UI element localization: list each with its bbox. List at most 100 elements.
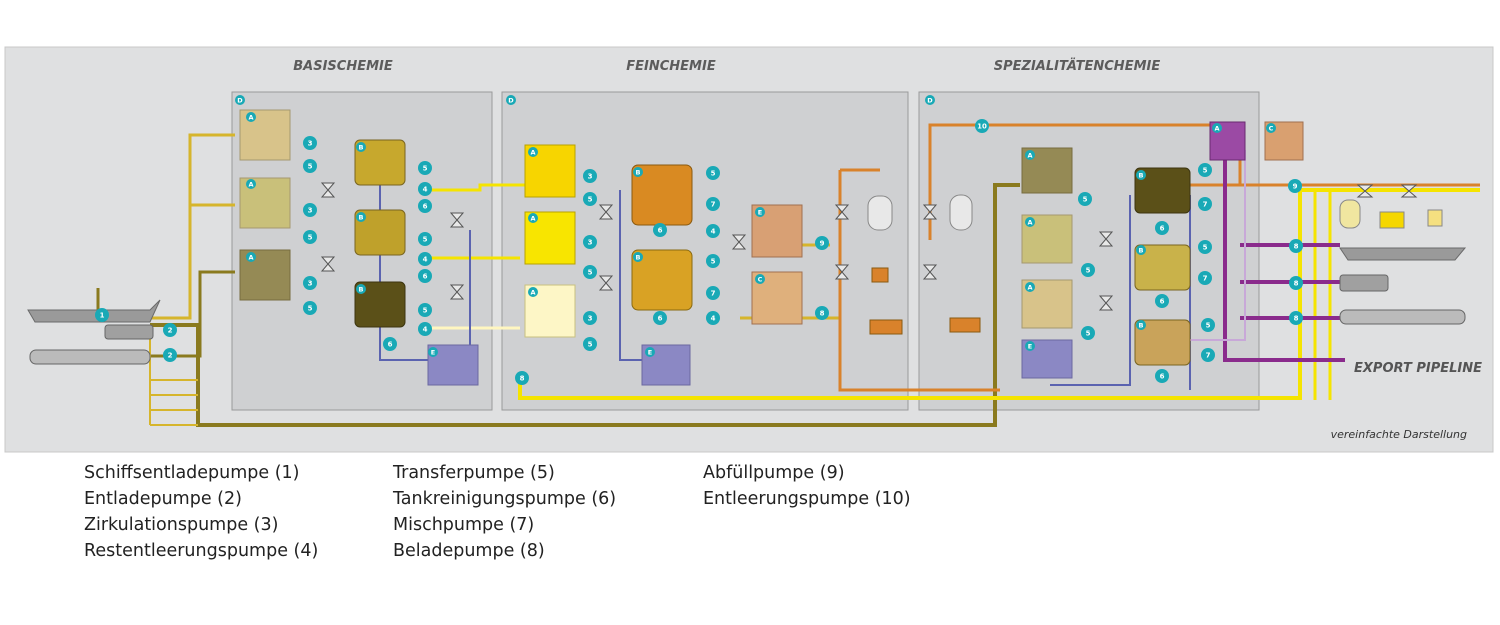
svg-text:3: 3 <box>588 315 593 323</box>
svg-text:7: 7 <box>711 201 716 209</box>
pump-icon: 4 <box>418 252 432 266</box>
legend-item: Schiffsentladepumpe (1) <box>84 463 300 483</box>
svg-text:B: B <box>359 286 364 294</box>
reactor-b2 <box>354 209 406 256</box>
svg-text:B: B <box>359 144 364 152</box>
box-fein <box>869 319 903 335</box>
svg-text:5: 5 <box>1203 167 1208 175</box>
bucket-fein <box>871 267 889 283</box>
svg-text:5: 5 <box>711 258 716 266</box>
pump-icon: 3 <box>303 136 317 150</box>
pump-icon: 6 <box>653 311 667 325</box>
pumps: 1 2 2 3 3 3 5 5 5 5 4 6 5 4 6 5 4 6 3 5 … <box>95 119 1303 385</box>
pump-icon: 5 <box>1078 192 1092 206</box>
svg-text:8: 8 <box>1294 315 1299 323</box>
svg-text:2: 2 <box>168 327 173 335</box>
pump-icon: 5 <box>1081 263 1095 277</box>
svg-text:5: 5 <box>1083 196 1088 204</box>
svg-text:4: 4 <box>423 256 428 264</box>
reactor-spez-b1 <box>1134 167 1191 214</box>
svg-text:E: E <box>431 349 435 357</box>
svg-text:A: A <box>248 181 253 189</box>
svg-text:B: B <box>1139 322 1144 330</box>
drum-right <box>1339 199 1361 229</box>
pump-icon: 5 <box>583 337 597 351</box>
svg-text:C: C <box>1269 125 1274 133</box>
svg-text:3: 3 <box>588 173 593 181</box>
legend-item: Beladepumpe (8) <box>393 541 545 561</box>
valve-icon <box>834 264 850 280</box>
pump-icon: 5 <box>1081 326 1095 340</box>
legend-item: Restentleerungspumpe (4) <box>84 541 319 561</box>
crate-right <box>1379 211 1405 229</box>
svg-text:D: D <box>927 97 933 105</box>
legend-column-3: Abfüllpumpe (9) Entleerungspumpe (10) <box>703 460 911 512</box>
fein-containers <box>867 195 903 335</box>
svg-text:9: 9 <box>820 240 825 248</box>
pump-icon: 2 <box>163 323 177 337</box>
legend-column-2: Transferpumpe (5) Tankreinigungspumpe (6… <box>393 460 616 564</box>
pump-icon: 5 <box>706 254 720 268</box>
svg-text:A: A <box>1027 219 1032 227</box>
svg-text:7: 7 <box>711 290 716 298</box>
svg-text:E: E <box>758 209 762 217</box>
pump-icon: 5 <box>583 265 597 279</box>
svg-text:6: 6 <box>1160 298 1165 306</box>
svg-text:A: A <box>530 289 535 297</box>
pump-icon: 3 <box>583 311 597 325</box>
pump-icon: 9 <box>1288 179 1302 193</box>
svg-text:B: B <box>1139 172 1144 180</box>
pump-icon: 3 <box>303 276 317 290</box>
simplified-note: vereinfachte Darstellung <box>1331 428 1467 441</box>
pump-icon: 7 <box>1198 271 1212 285</box>
reactor-spez-b3 <box>1134 319 1191 366</box>
pump-icon: 8 <box>1289 239 1303 253</box>
drum-orange <box>949 194 973 231</box>
bucket-right <box>1427 209 1443 227</box>
transport-left <box>27 299 161 365</box>
svg-text:3: 3 <box>308 207 313 215</box>
svg-text:6: 6 <box>658 315 663 323</box>
pump-icon: 4 <box>706 311 720 325</box>
legend-item: Mischpumpe (7) <box>393 515 535 535</box>
pump-icon: 4 <box>418 182 432 196</box>
svg-text:B: B <box>636 169 641 177</box>
svg-text:5: 5 <box>588 269 593 277</box>
reactor-b1 <box>354 139 406 186</box>
section-title-basis: BASISCHEMIE <box>293 59 393 74</box>
pump-icon: 7 <box>1201 348 1215 362</box>
pump-icon: 8 <box>515 371 529 385</box>
legend-item: Transferpumpe (5) <box>393 463 555 483</box>
legend-item: Entladepumpe (2) <box>84 489 242 509</box>
svg-text:6: 6 <box>388 341 393 349</box>
pump-icon: 1 <box>95 308 109 322</box>
truck-right <box>1339 274 1389 292</box>
svg-text:6: 6 <box>423 273 428 281</box>
svg-text:3: 3 <box>308 280 313 288</box>
valve-icon <box>731 234 747 250</box>
svg-text:2: 2 <box>168 352 173 360</box>
legend-item: Zirkulationspumpe (3) <box>84 515 279 535</box>
svg-text:A: A <box>1027 152 1032 160</box>
pump-icon: 5 <box>303 230 317 244</box>
container-orange <box>949 317 981 333</box>
ship-left <box>27 299 161 323</box>
svg-text:5: 5 <box>423 165 428 173</box>
pump-icon: 5 <box>418 303 432 317</box>
svg-text:A: A <box>248 114 253 122</box>
svg-text:7: 7 <box>1203 201 1208 209</box>
pump-icon: 7 <box>1198 197 1212 211</box>
pump-icon: 5 <box>418 161 432 175</box>
pump-icon: 6 <box>418 269 432 283</box>
svg-text:6: 6 <box>658 227 663 235</box>
pump-icon: 5 <box>706 166 720 180</box>
pump-icon: 8 <box>1289 311 1303 325</box>
svg-text:4: 4 <box>423 186 428 194</box>
svg-text:5: 5 <box>308 234 313 242</box>
svg-text:8: 8 <box>1294 243 1299 251</box>
svg-text:8: 8 <box>520 375 525 383</box>
tank-spez-a1 <box>1021 147 1073 194</box>
legend-item: Entleerungspumpe (10) <box>703 489 911 509</box>
svg-text:6: 6 <box>1160 225 1165 233</box>
pump-legend: Schiffsentladepumpe (1) Entladepumpe (2)… <box>0 460 1500 580</box>
